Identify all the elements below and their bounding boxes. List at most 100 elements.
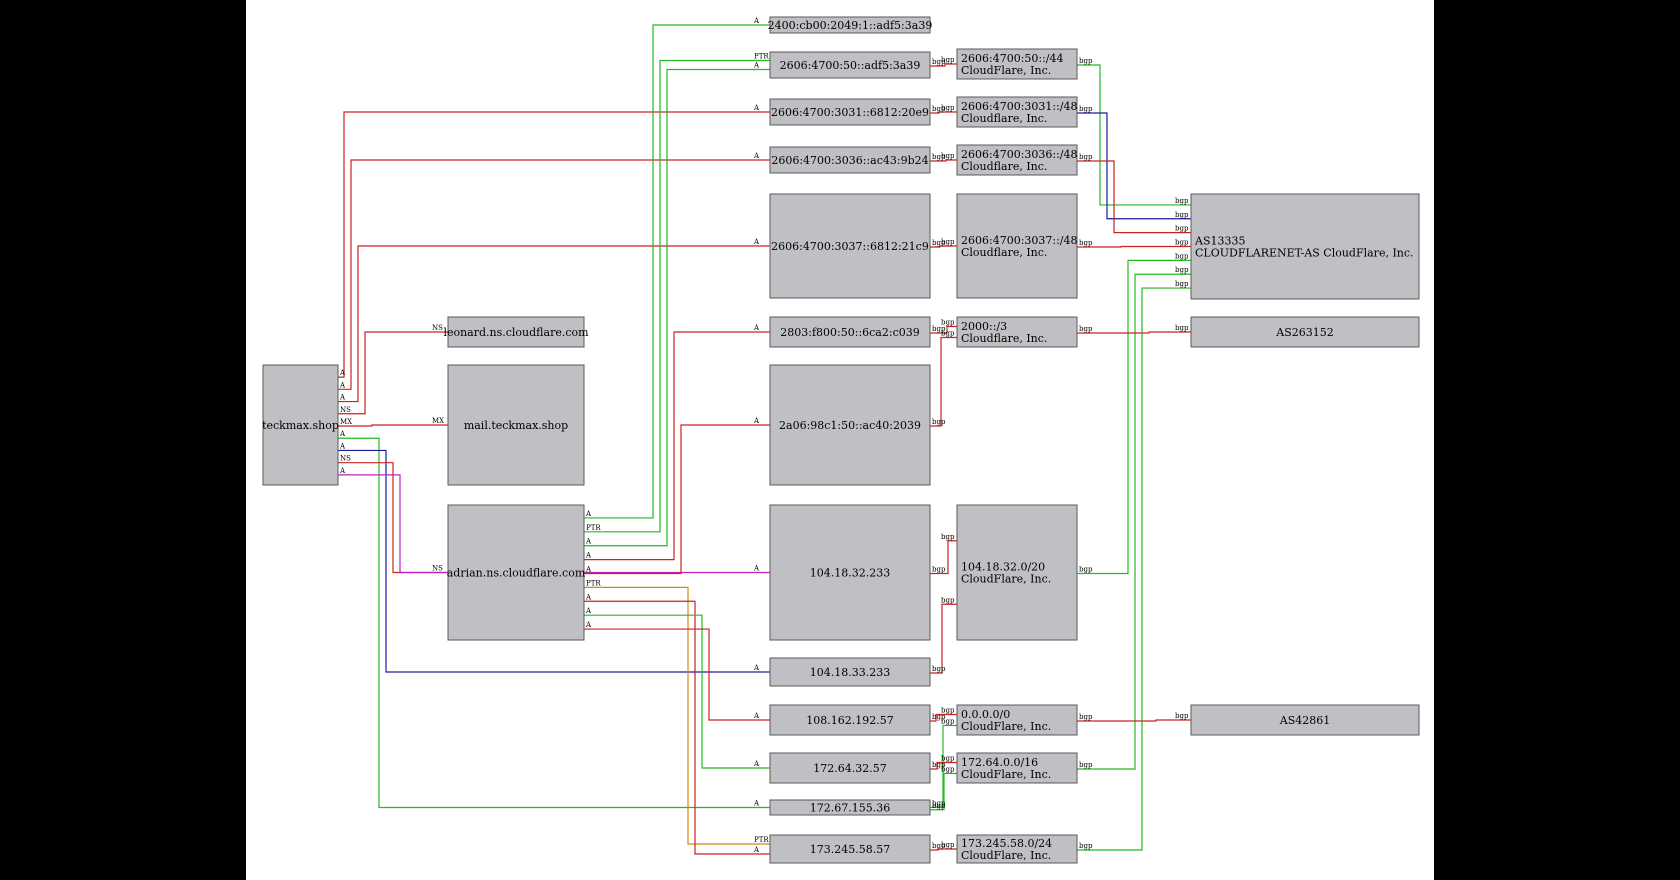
node-box [956,144,1078,176]
edge-label-a-end: A [753,238,760,246]
node-box [956,96,1078,128]
edge-label-a-end: A [753,565,760,573]
edge-label-a-end: A [753,104,760,112]
edge-ns_adrian-ip_2606_50 [584,59,770,533]
edge-label-bgp-end: bgp [1175,197,1189,205]
node-ip-173[interactable]: 173.245.58.57 [769,834,931,864]
node-ip-104-32[interactable]: 104.18.32.233 [769,504,931,641]
edge-label-a: A [339,369,346,377]
edge-label-a-end: A [753,760,760,768]
node-label: CloudFlare, Inc. [961,720,1051,733]
edge-label-bgp-end: bgp [1175,239,1189,247]
edge-label-bgp: bgp [1079,105,1093,113]
node-mx-mail[interactable]: mail.teckmax.shop [447,364,585,486]
node-ip-104-33[interactable]: 104.18.33.233 [769,657,931,687]
edge-label-bgp: bgp [932,713,946,721]
node-box [769,704,931,736]
edge-label-a: A [339,394,346,402]
edge-domain-mx_mail [338,424,448,427]
edge-pfx_2000-as_263152 [1077,331,1191,334]
edge-label-bgp-end: bgp [1175,211,1189,219]
node-domain[interactable]: teckmax.shop [262,364,339,486]
edge-label-ns: NS [340,455,351,463]
node-ip-2a06[interactable]: 2a06:98c1:50::ac40:2039 [769,364,931,486]
edge-ip_104_32-pfx_104 [930,540,957,575]
edge-pfx_3036-as_13335 [1077,160,1191,234]
edge-label-bgp-end: bgp [1175,266,1189,274]
edge-label-a: A [585,607,592,615]
node-label: 2606:4700:3037::/48 [961,234,1078,247]
edge-ns_adrian-ip_2a06 [584,424,770,575]
node-ip-108[interactable]: 108.162.192.57 [769,704,931,736]
node-label: 104.18.33.233 [810,666,890,679]
node-box [769,146,931,174]
node-box [447,504,585,641]
node-label: 2803:f800:50::6ca2:c039 [780,326,919,339]
node-box [769,657,931,687]
nodes-layer: teckmax.shop leonard.ns.cloudflare.com mai… [262,16,1420,864]
node-box [769,316,931,348]
edge-label-bgp-end: bgp [941,766,955,774]
node-label: AS263152 [1275,326,1333,339]
node-ip-2606-50[interactable]: 2606:4700:50::adf5:3a39 [769,51,931,79]
node-ip-2803[interactable]: 2803:f800:50::6ca2:c039 [769,316,931,348]
edge-label-ptr-end: PTR [754,836,769,844]
node-box [769,752,931,784]
node-box [769,16,931,34]
edge-label-bgp: bgp [1079,566,1093,574]
edge-label-bgp-end: bgp [941,56,955,64]
edge-pfx_2606_44-as_13335 [1077,64,1191,206]
edge-label-bgp: bgp [1079,713,1093,721]
edge-domain-ip_104_33 [338,449,770,673]
edge-label-bgp: bgp [932,761,946,769]
node-label: AS42861 [1279,714,1330,727]
edge-label-bgp: bgp [1079,153,1093,161]
edge-ns_adrian-ip_2803 [584,331,770,561]
edge-domain-ns_leonard [338,331,448,415]
edge-label-a: A [585,566,592,574]
edge-domain-ns_adrian [338,462,448,574]
node-ip-3031[interactable]: 2606:4700:3031::6812:20e9 [769,98,931,126]
node-as-263152[interactable]: AS263152 [1190,316,1420,348]
edge-label-bgp: bgp [932,842,946,850]
node-ns-leonard[interactable]: leonard.ns.cloudflare.com [443,316,589,348]
edge-domain-ip_3031 [338,111,770,378]
node-label: 2606:4700:3031::6812:20e9 [771,106,929,119]
edge-label-bgp-end: bgp [1175,252,1189,260]
node-label: 2606:4700:3031::/48 [961,100,1078,113]
node-ip-3037[interactable]: 2606:4700:3037::6812:21c9 [769,193,931,299]
node-ip-3036[interactable]: 2606:4700:3036::ac43:9b24 [769,146,931,174]
edge-label-bgp: bgp [932,239,946,247]
edge-domain-ip_172_67 [338,437,770,809]
node-box [769,834,931,864]
node-box [956,193,1078,299]
edge-ip_172_67-pfx_0 [930,724,957,808]
node-box [1190,704,1420,736]
node-box [769,51,931,79]
node-box [769,98,931,126]
edge-label-bgp: bgp [932,418,946,426]
node-as-42861[interactable]: AS42861 [1190,704,1420,736]
node-ip-172-64[interactable]: 172.64.32.57 [769,752,931,784]
node-ns-adrian[interactable]: adrian.ns.cloudflare.com [447,504,586,641]
edge-ip_173-pfx_173 [930,848,957,851]
node-label: 2400:cb00:2049:1::adf5:3a39 [768,19,933,32]
node-ip-2400[interactable]: 2400:cb00:2049:1::adf5:3a39 [768,16,933,34]
edge-label-a-end: A [753,324,760,332]
node-ip-172-67[interactable]: 172.67.155.36 [769,799,931,816]
node-label: 172.64.0.0/16 [961,756,1038,769]
edge-label-ptr-end: PTR [754,53,769,61]
edge-label-ns-end: NS [432,565,443,573]
node-label: 2a06:98c1:50::ac40:2039 [779,419,921,432]
